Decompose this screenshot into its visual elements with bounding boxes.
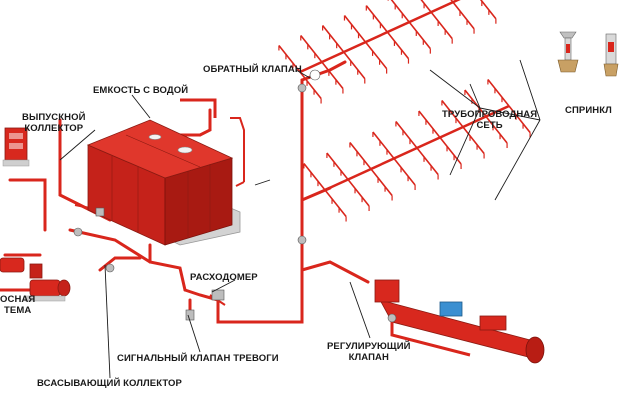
sprinkler-heads <box>557 31 619 77</box>
label-alarm-valve: СИГНАЛЬНЫЙ КЛАПАН ТРЕВОГИ <box>117 353 279 364</box>
label-pipe-network: ТРУБОПРОВОДНАЯ СЕТЬ <box>442 109 538 131</box>
regulating-valve-assembly <box>374 279 545 364</box>
label-water-tank: ЕМКОСТЬ С ВОДОЙ <box>93 85 189 96</box>
control-cabinet <box>2 127 30 167</box>
label-pump-system: ОСНАЯ ТЕМА <box>0 294 36 316</box>
pipe-network-upper <box>278 0 497 104</box>
main-pipes <box>0 60 370 324</box>
label-regulating-valve: РЕГУЛИРУЮЩИЙ КЛАПАН <box>327 341 411 363</box>
label-flowmeter: РАСХОДОМЕР <box>190 272 258 283</box>
pipe-network-middle <box>303 78 531 222</box>
label-sprinkler: СПРИНКЛ <box>565 105 612 116</box>
label-suction-collector: ВСАСЫВАЮЩИЙ КОЛЛЕКТОР <box>37 378 182 389</box>
water-tank <box>86 98 241 246</box>
pumps <box>0 257 71 302</box>
label-check-valve: ОБРАТНЫЙ КЛАПАН <box>203 64 302 75</box>
leader-lines <box>59 59 541 379</box>
valve-fittings <box>73 69 321 321</box>
label-outlet-collector: ВЫПУСКНОЙ КОЛЛЕКТОР <box>22 112 86 134</box>
